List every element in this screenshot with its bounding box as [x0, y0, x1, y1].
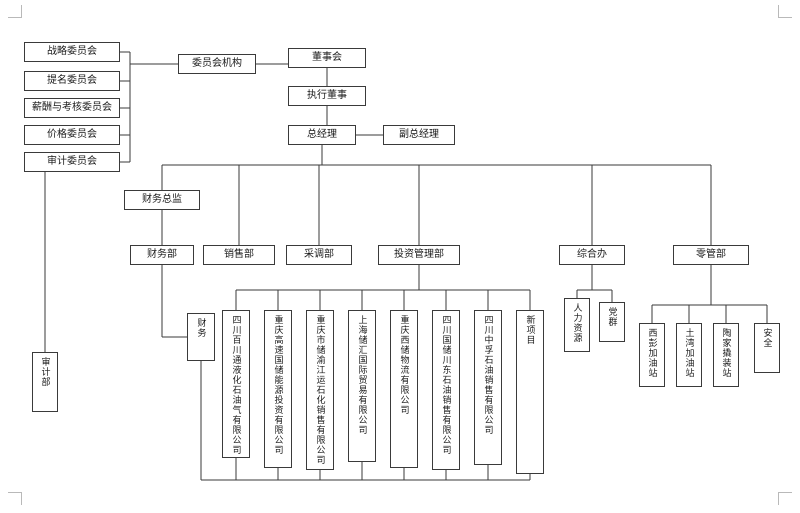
node-board: 董事会: [288, 48, 366, 68]
node-sub-chongqing-chuyu: 重庆市储渝江运石化销售有限公司: [306, 310, 334, 470]
node-retail-dept: 零管部: [673, 245, 749, 265]
crop-mark-top-left: [8, 5, 22, 18]
node-deputy-general-manager: 副总经理: [383, 125, 455, 145]
node-procurement-dept: 采调部: [286, 245, 352, 265]
node-party-group: 党群: [599, 302, 625, 342]
node-finance: 财务: [187, 313, 215, 361]
crop-mark-bottom-right: [778, 492, 792, 505]
node-strategy-committee: 战略委员会: [24, 42, 120, 62]
node-sub-sichuan-zhongfu: 四川中孚石油销售有限公司: [474, 310, 502, 465]
node-safety: 安全: [754, 323, 780, 373]
node-sales-dept: 销售部: [203, 245, 275, 265]
node-price-committee: 价格委员会: [24, 125, 120, 145]
node-audit-dept: 审计部: [32, 352, 58, 412]
node-finance-dept: 财务部: [130, 245, 194, 265]
crop-mark-bottom-left: [8, 492, 22, 505]
node-sub-sichuan-baichuantong: 四川百川通液化石油气有限公司: [222, 310, 250, 458]
node-executive-director: 执行董事: [288, 86, 366, 106]
node-cfo: 财务总监: [124, 190, 200, 210]
node-station-taojia: 陶家撬装站: [713, 323, 739, 387]
node-sub-chongqing-xichu: 重庆西储物流有限公司: [390, 310, 418, 468]
node-sub-sichuan-guochu: 四川国储川东石油销售有限公司: [432, 310, 460, 470]
node-general-office: 综合办: [559, 245, 625, 265]
node-nomination-committee: 提名委员会: [24, 71, 120, 91]
node-sub-chongqing-gaosu: 重庆高速国储能源投资有限公司: [264, 310, 292, 468]
node-station-tuwan: 土湾加油站: [676, 323, 702, 387]
node-new-project: 新项目: [516, 310, 544, 474]
node-audit-committee: 审计委员会: [24, 152, 120, 172]
node-investment-dept: 投资管理部: [378, 245, 460, 265]
node-compensation-committee: 薪酬与考核委员会: [24, 98, 120, 118]
node-hr: 人力资源: [564, 298, 590, 352]
node-station-xipeng: 西彭加油站: [639, 323, 665, 387]
node-committee-org: 委员会机构: [178, 54, 256, 74]
node-general-manager: 总经理: [288, 125, 356, 145]
crop-mark-top-right: [778, 5, 792, 18]
node-sub-shanghai-chuhui: 上海储汇国际贸易有限公司: [348, 310, 376, 462]
